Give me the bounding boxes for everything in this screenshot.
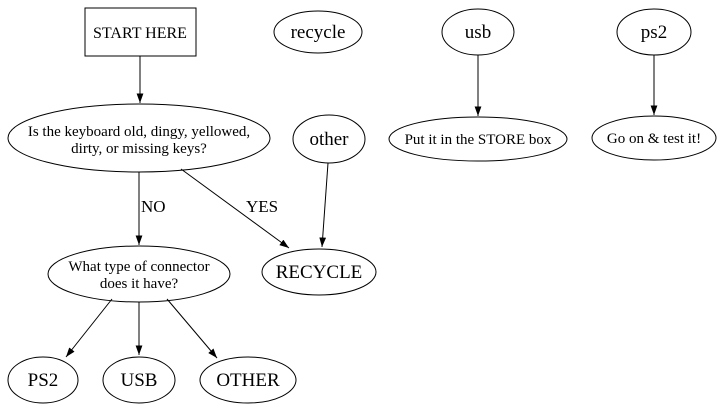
recycle-ref-label: recycle (291, 22, 346, 43)
node-usb-result: USB (102, 356, 176, 404)
store-label: Put it in the STORE box (405, 132, 552, 148)
other-ref-ellipse (292, 114, 366, 164)
node-question: Is the keyboard old, dingy, yellowed, di… (7, 103, 271, 173)
ps2-result-label: PS2 (28, 370, 59, 391)
question-label-line1: Is the keyboard old, dingy, yellowed, (28, 124, 250, 140)
start-here-label: START HERE (93, 25, 187, 42)
recycle-action-ellipse (261, 248, 377, 296)
node-other-ref: other (292, 114, 366, 164)
node-start-here: START HERE (84, 7, 197, 57)
edge-label-yes: YES (246, 197, 278, 216)
usb-result-ellipse (102, 356, 176, 404)
usb-ref-label: usb (465, 22, 491, 43)
node-usb-ref: usb (441, 8, 515, 56)
ps2-ref-label: ps2 (641, 22, 667, 43)
node-other-result: OTHER (199, 356, 297, 404)
usb-ref-ellipse (441, 8, 515, 56)
node-recycle-action: RECYCLE (261, 248, 377, 296)
connector-ellipse (47, 245, 231, 303)
edge-question-to-recycle-yes (180, 168, 290, 249)
other-result-label: OTHER (216, 370, 280, 391)
recycle-action-label: RECYCLE (276, 262, 363, 283)
edge-label-no: NO (141, 197, 166, 216)
edge-connector-to-ps2 (65, 298, 113, 358)
connector-label-line2: does it have? (100, 276, 179, 292)
start-here-box (84, 7, 197, 57)
node-ps2-ref: ps2 (616, 8, 692, 56)
node-store: Put it in the STORE box (388, 116, 568, 162)
test-label: Go on & test it! (607, 131, 701, 147)
question-ellipse (7, 103, 271, 173)
connector-label-line1: What type of connector (68, 259, 209, 275)
recycle-ref-ellipse (273, 10, 363, 54)
other-result-ellipse (199, 356, 297, 404)
test-ellipse (591, 115, 717, 161)
store-ellipse (388, 116, 568, 162)
node-connector: What type of connector does it have? (47, 245, 231, 303)
question-label-line2: dirty, or missing keys? (71, 141, 207, 157)
ps2-result-ellipse (7, 356, 79, 404)
ps2-ref-ellipse (616, 8, 692, 56)
edge-connector-to-other (166, 298, 218, 359)
other-ref-label: other (309, 129, 349, 150)
edge-other-to-recycle (319, 162, 329, 248)
node-recycle-ref: recycle (273, 10, 363, 54)
node-test: Go on & test it! (591, 115, 717, 161)
usb-result-label: USB (121, 370, 158, 391)
node-ps2-result: PS2 (7, 356, 79, 404)
